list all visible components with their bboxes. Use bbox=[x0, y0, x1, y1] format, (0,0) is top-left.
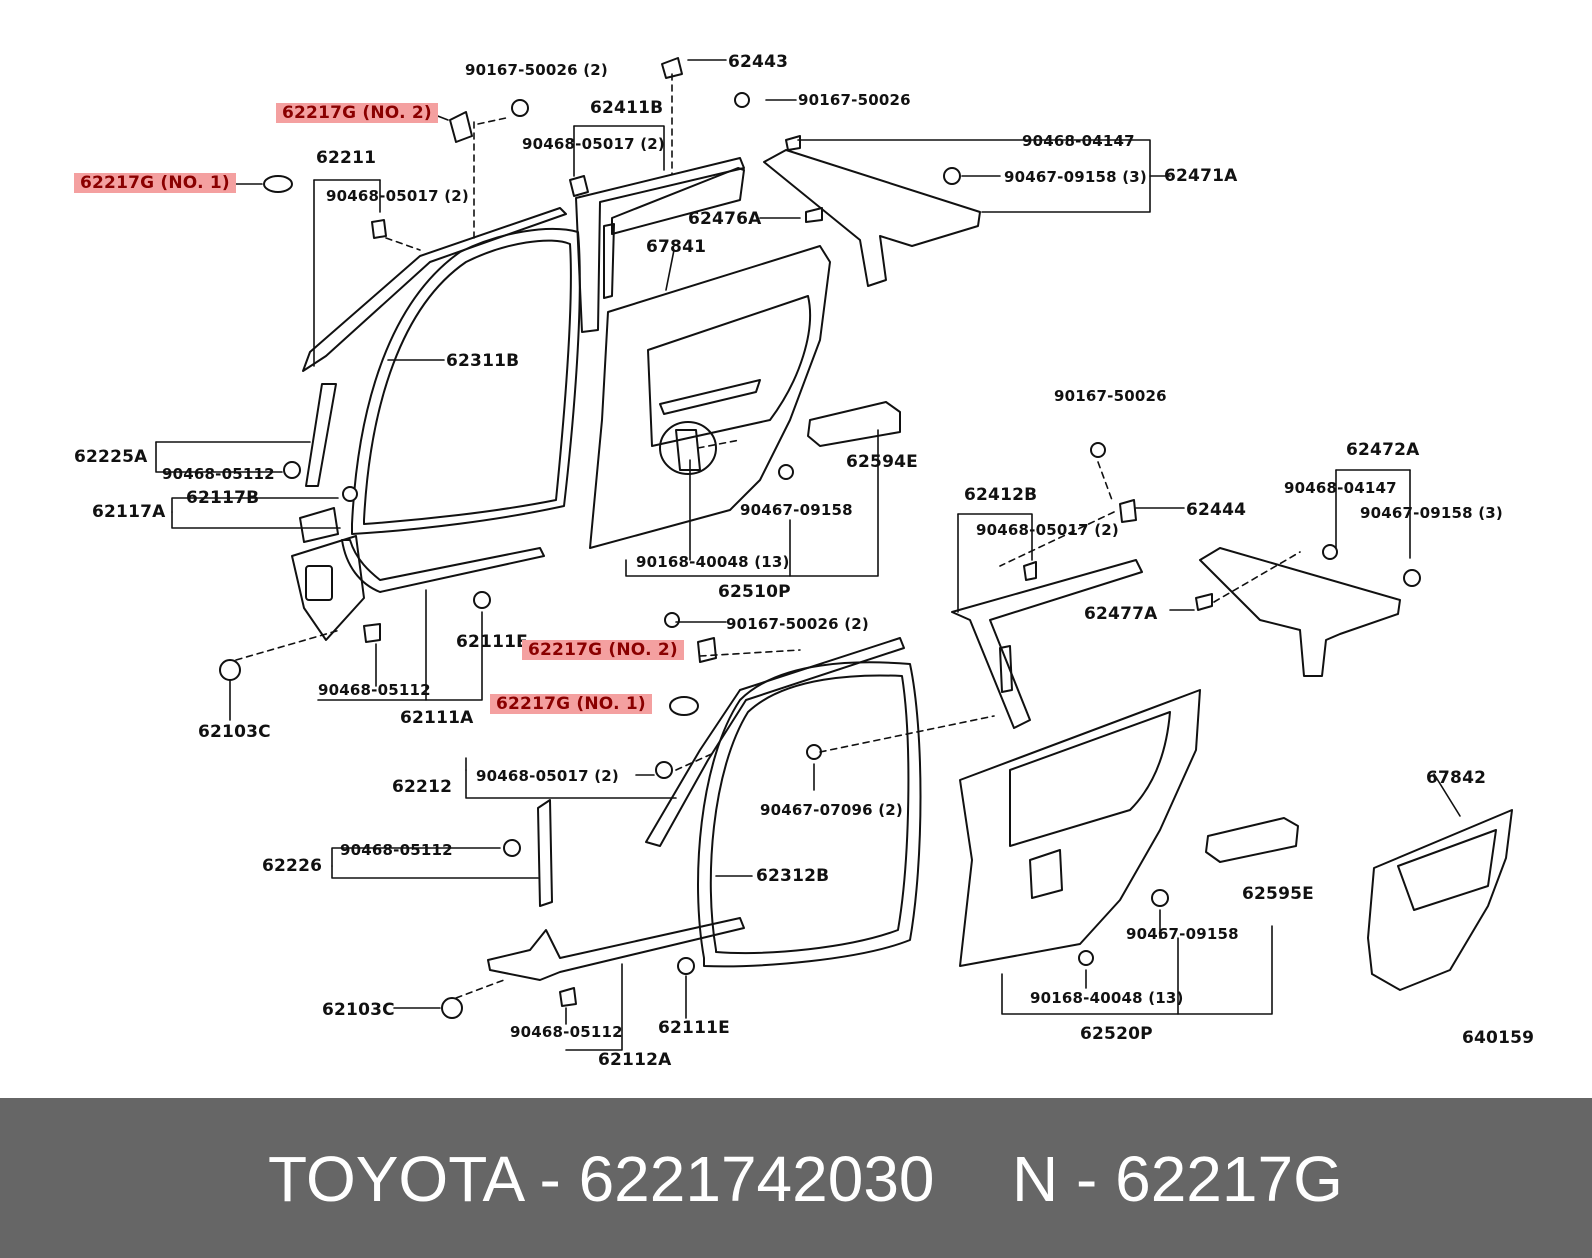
label-62520p: 62520P bbox=[1080, 1024, 1153, 1044]
label-90168-40048-13-b: 90168-40048 (13) bbox=[1030, 989, 1184, 1007]
label-62477a: 62477A bbox=[1084, 604, 1158, 624]
rear-door-opening-trim bbox=[697, 661, 922, 968]
label-62117b: 62117B bbox=[186, 488, 260, 508]
label-640159: 640159 bbox=[1462, 1028, 1535, 1048]
label-90167-50026-2-mid: 90167-50026 (2) bbox=[726, 615, 869, 633]
rear-scuff-plate bbox=[487, 799, 745, 981]
rear-quarter-pillar bbox=[951, 559, 1143, 729]
label-90468-05112-a: 90468-05112 bbox=[162, 465, 275, 483]
label-90468-05017-2-a: 90468-05017 (2) bbox=[522, 135, 665, 153]
dashed-lines bbox=[235, 73, 1301, 999]
label-62476a: 62476A bbox=[688, 209, 762, 229]
label-67841: 67841 bbox=[646, 237, 707, 257]
quarter-trim-lower bbox=[1199, 547, 1401, 677]
footer-brand-part-number: TOYOTA - 6221742030 bbox=[268, 1143, 935, 1215]
front-door-opening-trim bbox=[341, 227, 581, 593]
label-62412b: 62412B bbox=[964, 485, 1038, 505]
label-90168-40048-13-a: 90168-40048 (13) bbox=[636, 553, 790, 571]
label-62411b: 62411B bbox=[590, 98, 664, 118]
label-90467-09158-3-right: 90467-09158 (3) bbox=[1360, 504, 1503, 522]
label-62472a: 62472A bbox=[1346, 440, 1420, 460]
footer-bar: TOYOTA - 6221742030 N - 62217G bbox=[0, 1098, 1592, 1258]
label-90167-50026-right: 90167-50026 bbox=[1054, 387, 1167, 405]
leader-lines bbox=[155, 59, 1461, 1051]
parts-diagram: 90167-50026 (2) 62443 90167-50026 62217G… bbox=[74, 52, 1535, 1070]
label-62594e: 62594E bbox=[846, 452, 918, 472]
label-90167-50026-2-top: 90167-50026 (2) bbox=[465, 61, 608, 79]
label-62111a: 62111A bbox=[400, 708, 474, 728]
label-90468-05112-d: 90468-05112 bbox=[510, 1023, 623, 1041]
label-62595e: 62595E bbox=[1242, 884, 1314, 904]
center-pillar-lower-garnish bbox=[645, 637, 905, 847]
label-90468-05017-2-d: 90468-05017 (2) bbox=[476, 767, 619, 785]
label-90468-05112-c: 90468-05112 bbox=[340, 841, 453, 859]
label-90467-09158-a: 90467-09158 bbox=[740, 501, 853, 519]
label-67842: 67842 bbox=[1426, 768, 1487, 788]
label-90468-04147-top: 90468-04147 bbox=[1022, 132, 1135, 150]
label-62471a: 62471A bbox=[1164, 166, 1238, 186]
label-90468-05017-2-c: 90468-05017 (2) bbox=[976, 521, 1119, 539]
label-62311b: 62311B bbox=[446, 351, 520, 371]
label-62103c-b: 62103C bbox=[322, 1000, 395, 1020]
label-62510p: 62510P bbox=[718, 582, 791, 602]
front-cowl-side-trim bbox=[291, 507, 365, 641]
label-62225a: 62225A bbox=[74, 447, 148, 467]
diagram-drawing bbox=[155, 57, 1513, 1051]
label-62211: 62211 bbox=[316, 148, 377, 168]
label-62444: 62444 bbox=[1186, 500, 1247, 520]
front-pillar-upper bbox=[302, 207, 567, 487]
label-90467-09158-3-top: 90467-09158 (3) bbox=[1004, 168, 1147, 186]
label-62112a: 62112A bbox=[598, 1050, 672, 1070]
center-pillar-upper bbox=[575, 157, 745, 333]
label-90468-05017-2-b: 90468-05017 (2) bbox=[326, 187, 469, 205]
trunk-side-panel-67842 bbox=[1367, 809, 1513, 991]
label-62217g-no2-mid[interactable]: 62217G (NO. 2) bbox=[522, 640, 684, 660]
label-90467-07096-2: 90467-07096 (2) bbox=[760, 801, 903, 819]
label-62212: 62212 bbox=[392, 777, 453, 797]
rear-quarter-trim-panel bbox=[959, 689, 1201, 967]
footer-reference-code: N - 62217G bbox=[1012, 1143, 1343, 1215]
label-62217g-no1-top[interactable]: 62217G (NO. 1) bbox=[74, 173, 236, 193]
label-62443: 62443 bbox=[728, 52, 789, 72]
label-62117a: 62117A bbox=[92, 502, 166, 522]
label-62103c-a: 62103C bbox=[198, 722, 271, 742]
armrest-62595e bbox=[1205, 817, 1299, 863]
rear-door-trim-panel bbox=[589, 167, 831, 549]
label-62217g-no2-top[interactable]: 62217G (NO. 2) bbox=[276, 103, 438, 123]
label-62217g-no1-mid[interactable]: 62217G (NO. 1) bbox=[490, 694, 652, 714]
label-62111e-a: 62111E bbox=[456, 632, 528, 652]
label-90468-04147-right: 90468-04147 bbox=[1284, 479, 1397, 497]
label-62111e-b: 62111E bbox=[658, 1018, 730, 1038]
label-62226: 62226 bbox=[262, 856, 323, 876]
label-90468-05112-b: 90468-05112 bbox=[318, 681, 431, 699]
clips bbox=[219, 57, 1421, 1019]
label-90467-09158-b: 90467-09158 bbox=[1126, 925, 1239, 943]
label-90167-50026-top: 90167-50026 bbox=[798, 91, 911, 109]
label-62312b: 62312B bbox=[756, 866, 830, 886]
armrest-62594e bbox=[807, 401, 901, 447]
quarter-trim-upper bbox=[763, 149, 981, 287]
